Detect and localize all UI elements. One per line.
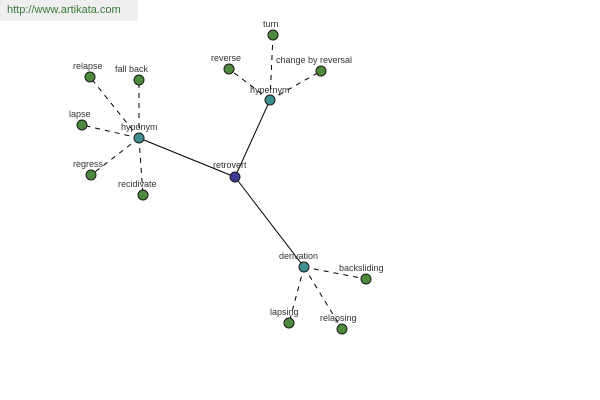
edge-derivation-backsliding [303, 266, 367, 280]
node-hyponym[interactable] [133, 132, 145, 144]
label-lapse[interactable]: lapse [69, 109, 91, 119]
node-reverse[interactable] [223, 63, 235, 75]
edge-retrovert-hyponym [138, 137, 236, 178]
label-backsliding[interactable]: backsliding [339, 263, 384, 273]
node-lapse[interactable] [76, 119, 88, 131]
node-backsliding[interactable] [360, 273, 372, 285]
label-retrovert[interactable]: retrovert [213, 160, 247, 170]
label-hypernym[interactable]: hypernym [250, 85, 290, 95]
node-regress[interactable] [85, 169, 97, 181]
label-change-by-reversal[interactable]: change by reversal [276, 55, 352, 65]
node-derivation[interactable] [298, 261, 310, 273]
label-regress[interactable]: regress [73, 159, 104, 169]
node-relapse[interactable] [84, 71, 96, 83]
label-fall-back[interactable]: fall back [115, 64, 149, 74]
label-hyponym[interactable]: hyponym [121, 122, 158, 132]
node-recidivate[interactable] [137, 189, 149, 201]
label-reverse[interactable]: reverse [211, 53, 241, 63]
edges-layer [81, 34, 367, 330]
label-relapsing[interactable]: relapsing [320, 313, 357, 323]
label-turn[interactable]: turn [263, 19, 279, 29]
site-url-banner[interactable]: http://www.artikata.com [0, 0, 138, 21]
edge-hypernym-turn [269, 34, 274, 101]
node-lapsing[interactable] [283, 317, 295, 329]
node-relapsing[interactable] [336, 323, 348, 335]
node-change-by-reversal[interactable] [315, 65, 327, 77]
labels-layer: retrovert hyponym hypernym derivation relaps… [69, 19, 384, 323]
label-relapse[interactable]: relapse [73, 61, 103, 71]
node-fall-back[interactable] [133, 74, 145, 86]
node-turn[interactable] [267, 29, 279, 41]
edge-retrovert-derivation [234, 176, 305, 268]
label-recidivate[interactable]: recidivate [118, 179, 157, 189]
node-hypernym[interactable] [264, 94, 276, 106]
edge-hypernym-reverse [228, 68, 271, 101]
edge-hyponym-relapse [89, 76, 140, 139]
edge-hyponym-regress [90, 137, 140, 176]
label-derivation[interactable]: derivation [279, 251, 318, 261]
edge-retrovert-hypernym [234, 99, 271, 178]
edge-derivation-relapsing [303, 266, 343, 330]
node-retrovert[interactable] [229, 171, 241, 183]
label-lapsing[interactable]: lapsing [270, 307, 299, 317]
nodes-layer [76, 29, 372, 335]
